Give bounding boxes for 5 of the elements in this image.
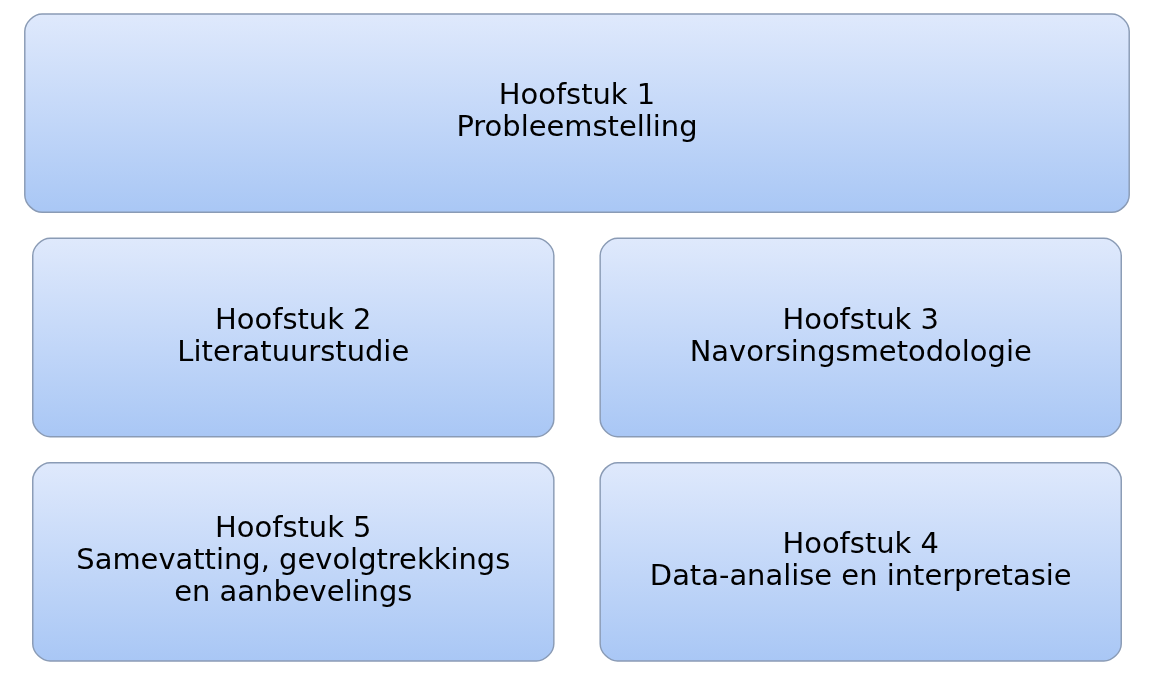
node-box: Hoofstuk 2 Literatuurstudie bbox=[32, 237, 555, 438]
node-box: Hoofstuk 3 Navorsingsmetodologie bbox=[599, 237, 1122, 438]
node-box: Hoofstuk 5 Samevatting, gevolgtrekkings en aanbevelings bbox=[32, 462, 555, 662]
node-box: Hoofstuk 1 Probleemstelling bbox=[24, 13, 1130, 213]
node-box: Hoofstuk 4 Data-analise en interpretasie bbox=[599, 462, 1122, 662]
